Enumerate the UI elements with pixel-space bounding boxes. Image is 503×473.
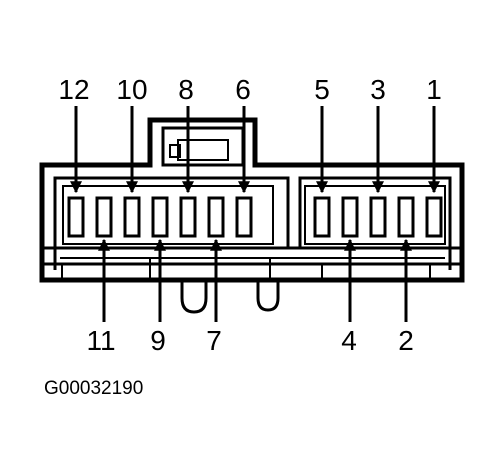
pin-label-10: 10 — [116, 74, 147, 105]
pin-label-1: 1 — [426, 74, 442, 105]
pin-label-2: 2 — [398, 325, 414, 356]
pin-label-7: 7 — [206, 325, 222, 356]
figure-code: G00032190 — [44, 378, 143, 399]
pin-label-12: 12 — [58, 74, 89, 105]
connector-housing — [39, 117, 465, 314]
pin-label-8: 8 — [178, 74, 194, 105]
pin-cavities — [67, 196, 443, 238]
pin-label-4: 4 — [341, 325, 357, 356]
pin-label-9: 9 — [150, 325, 166, 356]
pin-label-3: 3 — [370, 74, 386, 105]
bottom-pin-labels: 11 9 7 4 2 — [86, 325, 413, 356]
top-pin-labels: 12 10 8 6 5 3 1 — [58, 74, 441, 105]
pin-label-6: 6 — [235, 74, 251, 105]
pin-label-5: 5 — [314, 74, 330, 105]
leader-arrows — [70, 106, 440, 322]
pin-label-11: 11 — [86, 325, 115, 356]
